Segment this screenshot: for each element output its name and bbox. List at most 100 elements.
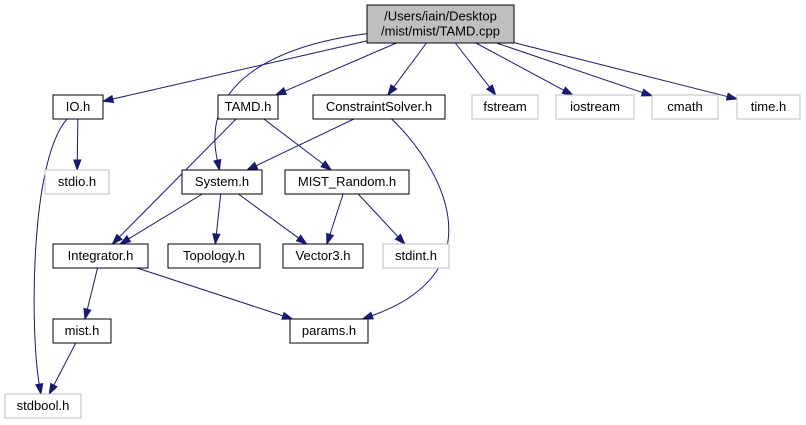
- edge-root-to-fstream: [454, 42, 497, 97]
- edge-mistrandom-to-stdint: [357, 193, 406, 246]
- edge-arrowhead: [361, 311, 374, 320]
- node-mistrandom[interactable]: MIST_Random.h: [284, 169, 410, 195]
- node-box: [44, 169, 110, 195]
- node-time: time.h: [736, 94, 801, 120]
- edge-integrator-to-mist: [83, 267, 99, 321]
- node-system[interactable]: System.h: [181, 169, 263, 195]
- edge-arrowhead: [35, 382, 44, 396]
- edge-root-to-time: [513, 42, 739, 101]
- node-label: MIST_Random.h: [298, 174, 396, 189]
- edge-arrowhead: [83, 307, 92, 321]
- node-label: stdint.h: [395, 248, 437, 263]
- edge-arrowhead: [394, 233, 406, 246]
- edge-system-to-topology: [212, 193, 222, 246]
- node-box: [52, 318, 112, 344]
- edge-arrowhead: [245, 161, 259, 171]
- node-box: [366, 4, 515, 44]
- node-box: [217, 94, 279, 120]
- node-stdint: stdint.h: [382, 243, 450, 269]
- node-label: /Users/iain/Desktop: [384, 9, 497, 24]
- node-fstream: fstream: [471, 94, 539, 120]
- edge-line: [284, 42, 397, 92]
- node-label: IO.h: [66, 99, 91, 114]
- edge-line: [215, 193, 222, 235]
- node-box: [471, 94, 539, 120]
- edge-line: [371, 118, 450, 317]
- edge-line: [329, 193, 344, 235]
- node-label: cmath: [667, 99, 702, 114]
- node-label: time.h: [751, 99, 786, 114]
- edge-line: [513, 42, 728, 98]
- node-box: [4, 393, 82, 419]
- edge-tamd-to-integrator: [111, 118, 237, 246]
- edge-arrowhead: [274, 86, 288, 96]
- node-integrator[interactable]: Integrator.h: [52, 243, 149, 269]
- edge-root-to-io: [101, 40, 368, 104]
- node-label: stdbool.h: [17, 398, 70, 413]
- edge-tamd-to-mistrandom: [263, 118, 333, 171]
- node-label: Integrator.h: [68, 248, 134, 263]
- node-label: iostream: [570, 99, 620, 114]
- edge-line: [86, 267, 99, 310]
- edge-line: [214, 33, 368, 161]
- node-box: [736, 94, 801, 120]
- node-box: [312, 94, 446, 120]
- edge-arrowhead: [295, 234, 308, 245]
- node-box: [52, 243, 149, 269]
- node-io[interactable]: IO.h: [52, 94, 104, 120]
- edge-line: [255, 118, 355, 167]
- node-box: [382, 243, 450, 269]
- edge-arrowhead: [48, 382, 58, 396]
- edge-root-to-system: [213, 33, 368, 172]
- edge-mist-to-stdbool: [48, 342, 77, 396]
- edge-line: [454, 42, 490, 88]
- edge-arrowhead: [212, 233, 221, 246]
- node-vector3[interactable]: Vector3.h: [282, 243, 364, 269]
- edge-line: [33, 118, 68, 385]
- edge-arrowhead: [111, 233, 123, 246]
- node-params[interactable]: params.h: [289, 318, 369, 344]
- node-box: [167, 243, 261, 269]
- edge-arrowhead: [320, 160, 333, 171]
- node-box: [289, 318, 369, 344]
- edge-arrowhead: [101, 94, 115, 104]
- edge-cs-to-params: [361, 118, 450, 320]
- node-mist[interactable]: mist.h: [52, 318, 112, 344]
- node-label: mist.h: [65, 323, 100, 338]
- edge-arrowhead: [725, 92, 739, 101]
- node-topology[interactable]: Topology.h: [167, 243, 261, 269]
- node-label: TAMD.h: [225, 99, 272, 114]
- node-root[interactable]: /Users/iain/Desktop/mist/mist/TAMD.cpp: [366, 4, 515, 44]
- edge-line: [53, 342, 77, 386]
- edge-integrator-to-params: [136, 267, 294, 320]
- node-box: [284, 169, 410, 195]
- edge-line: [112, 40, 368, 100]
- edges-layer: [33, 33, 739, 396]
- edge-root-to-iostream: [475, 42, 574, 96]
- edge-line: [496, 42, 643, 94]
- node-label: params.h: [302, 323, 356, 338]
- node-label: System.h: [195, 174, 249, 189]
- edge-line: [357, 193, 399, 238]
- edge-arrowhead: [561, 86, 574, 96]
- edge-line: [76, 118, 79, 161]
- edge-io-to-stdbool: [33, 118, 68, 396]
- node-box: [555, 94, 635, 120]
- node-stdio: stdio.h: [44, 169, 110, 195]
- node-label: Topology.h: [183, 248, 245, 263]
- edge-mistrandom-to-vector3: [326, 193, 344, 246]
- node-box: [282, 243, 364, 269]
- node-label: Vector3.h: [296, 248, 351, 263]
- node-cs[interactable]: ConstraintSolver.h: [312, 94, 446, 120]
- edge-line: [475, 42, 565, 91]
- node-tamd[interactable]: TAMD.h: [217, 94, 279, 120]
- edge-line: [393, 42, 427, 88]
- node-iostream: iostream: [555, 94, 635, 120]
- node-label: ConstraintSolver.h: [326, 99, 432, 114]
- edge-root-to-tamd: [274, 42, 397, 96]
- edge-line: [119, 118, 237, 238]
- edge-line: [263, 118, 324, 165]
- edge-system-to-integrator: [118, 193, 203, 245]
- node-box: [651, 94, 719, 120]
